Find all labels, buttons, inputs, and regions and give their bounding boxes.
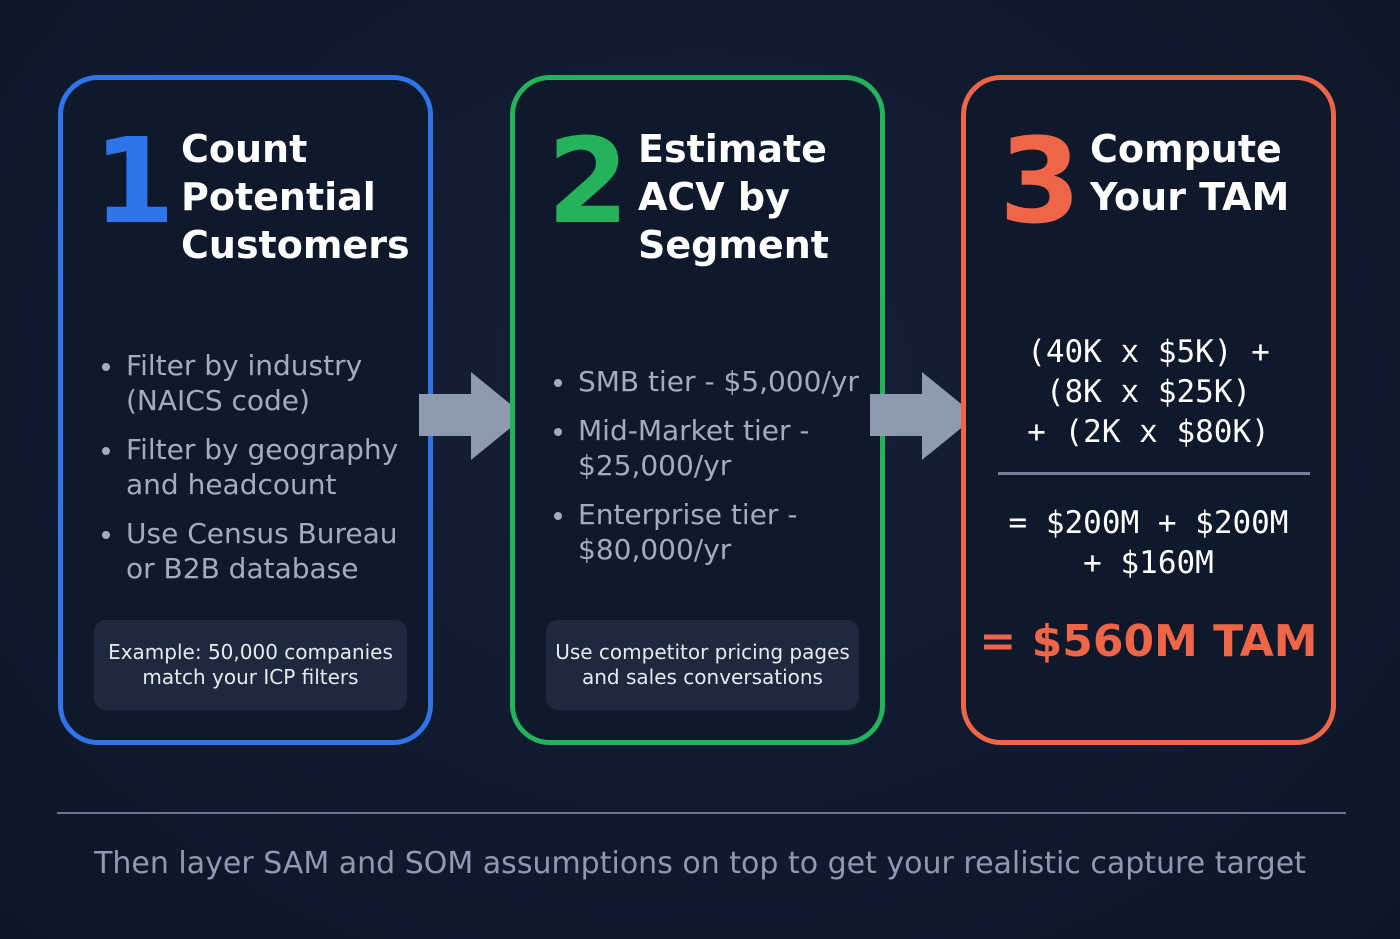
- example-note: Example: 50,000 companies match your ICP…: [94, 620, 407, 710]
- step-title: Count Potential Customers: [181, 127, 410, 267]
- tam-total: = $560M TAM: [979, 616, 1318, 667]
- step-number: 1: [93, 112, 175, 250]
- bullet-item: Mid-Market tier - $25,000/yr: [550, 413, 870, 483]
- bullet-item: Use Census Bureau or B2B database: [98, 516, 418, 586]
- right-arrow-icon: [870, 372, 976, 460]
- right-arrow-icon: [419, 372, 525, 460]
- step-number: 2: [547, 112, 629, 250]
- step-title: Estimate ACV by Segment: [638, 127, 829, 267]
- bullet-item: Filter by geography and headcount: [98, 432, 418, 502]
- bullet-list: Filter by industry (NAICS code) Filter b…: [98, 348, 418, 600]
- bullet-dot-icon: [102, 447, 110, 455]
- bullet-text: Enterprise tier - $80,000/yr: [578, 498, 798, 566]
- footer-caption: Then layer SAM and SOM assumptions on to…: [94, 846, 1306, 881]
- formula-sums: = $200M + $200M + $160M: [1008, 505, 1289, 581]
- bullet-text: Filter by geography and headcount: [126, 433, 399, 501]
- bullet-item: Enterprise tier - $80,000/yr: [550, 497, 870, 567]
- bullet-item: Filter by industry (NAICS code): [98, 348, 418, 418]
- bullet-text: Use Census Bureau or B2B database: [126, 517, 398, 585]
- bottom-divider: [57, 812, 1346, 814]
- formula-terms: (40K x $5K) + (8K x $25K) + (2K x $80K): [1027, 334, 1270, 450]
- bullet-dot-icon: [554, 428, 562, 436]
- step-title: Compute Your TAM: [1090, 127, 1290, 219]
- bullet-dot-icon: [554, 379, 562, 387]
- bullet-text: Filter by industry (NAICS code): [126, 349, 363, 417]
- bullet-text: Mid-Market tier - $25,000/yr: [578, 414, 810, 482]
- bullet-dot-icon: [102, 363, 110, 371]
- step-card-estimate-acv: 2 Estimate ACV by Segment SMB tier - $5,…: [510, 75, 885, 745]
- step-card-compute-tam: 3 Compute Your TAM (40K x $5K) + (8K x $…: [961, 75, 1336, 745]
- pricing-note: Use competitor pricing pages and sales c…: [546, 620, 859, 710]
- step-number: 3: [999, 112, 1081, 250]
- step-card-count-customers: 1 Count Potential Customers Filter by in…: [58, 75, 433, 745]
- bullet-item: SMB tier - $5,000/yr: [550, 364, 870, 399]
- bullet-list: SMB tier - $5,000/yr Mid-Market tier - $…: [550, 364, 870, 581]
- formula-divider: [998, 472, 1310, 475]
- bullet-dot-icon: [554, 512, 562, 520]
- bullet-text: SMB tier - $5,000/yr: [578, 365, 859, 398]
- bullet-dot-icon: [102, 531, 110, 539]
